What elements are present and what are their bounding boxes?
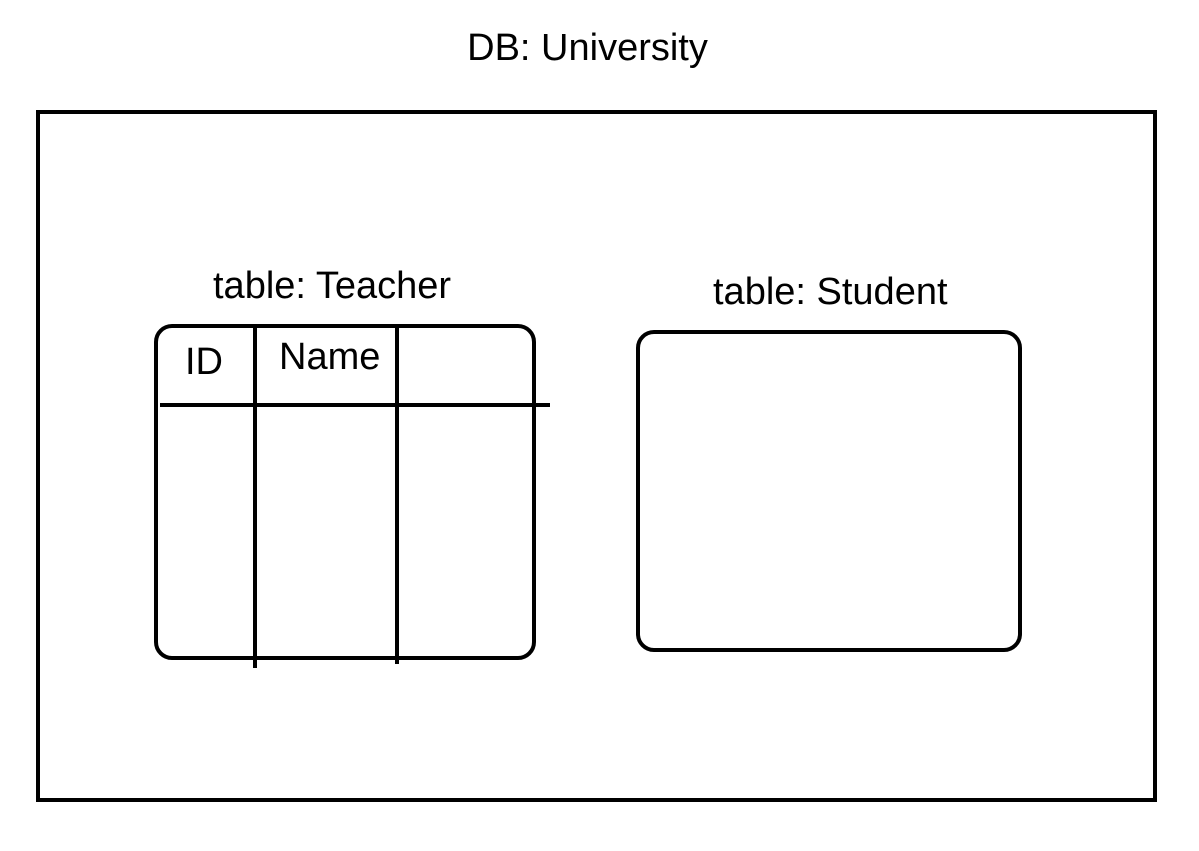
teacher-column-divider-2 (395, 324, 399, 664)
teacher-column-divider-1 (253, 324, 257, 668)
student-table-box (636, 330, 1022, 652)
teacher-header-divider (160, 403, 550, 407)
teacher-table-box (154, 324, 536, 660)
teacher-table-title: table: Teacher (213, 265, 452, 307)
database-title: DB: University (467, 27, 708, 69)
database-frame (36, 110, 1157, 802)
teacher-column-header-id: ID (185, 341, 223, 383)
student-table-title: table: Student (713, 271, 948, 313)
teacher-column-header-name: Name (279, 336, 381, 378)
